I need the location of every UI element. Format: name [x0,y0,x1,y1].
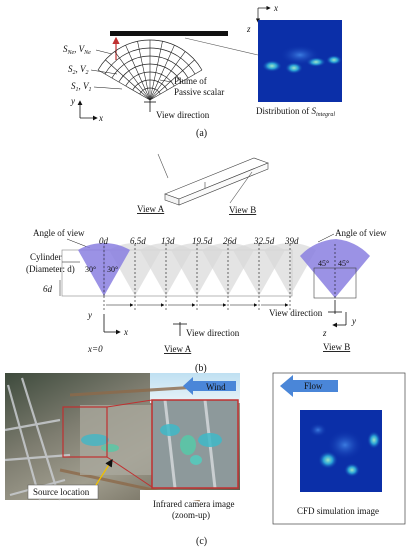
wind-arrow: Wind [183,377,236,395]
source-rod [110,31,228,36]
inset-distribution-image [258,20,342,102]
fan-ray [137,41,151,101]
cfd-panel: Flow CFD simulation image [272,372,406,525]
distance-label: 32.5d [253,236,275,246]
fan-label-mid: S2, V2 [68,64,89,76]
inset-axis-z-label: z [246,24,251,34]
source-location-label: Source location [33,487,90,497]
fan-ray [149,69,203,101]
box-diagram [157,153,269,206]
axis-y-b-label: y [87,310,92,320]
connector-line [184,37,259,56]
view-direction-label: View direction [156,110,210,120]
axis-z-b-label: z [322,328,327,338]
panel-b-view-a: Angle of view 30° 30° Cylinder (Diameter… [26,228,316,354]
cfd-label: CFD simulation image [297,506,379,516]
inset-axis-x-label: x [273,3,278,13]
distance-label: 6.5d [130,236,146,246]
view-a-label-b: View A [164,344,192,354]
cylinder-label-1: Cylinder [30,252,62,262]
fan-label-top: SNe, VNe [63,44,91,56]
distance-labels: 0d 6.5d 13d 19.5d 26d 32.5d 39d [99,236,299,246]
fan-ray [149,41,163,101]
plume-label-line2: Passive scalar [174,87,224,97]
view-fan-grid [97,39,203,101]
panel-a: SNe, VNe S2, V2 S1, V1 Plume of Passive … [63,3,342,139]
angle-b-left: 45° [318,259,329,268]
axis-y-label: y [70,96,75,106]
axis-x-label: x [98,113,103,123]
panel-a-label: (a) [196,128,207,139]
view-direction-b-label: View direction [269,308,323,318]
purple-view-fan [78,243,130,296]
angle-of-view-left-label: Angle of view [33,228,85,238]
panel-c-photo: Wind Source location [4,373,240,502]
source-pointer [95,458,113,486]
view-b-label-b: View B [323,342,350,352]
plume-label-line1: Plume of [174,76,207,86]
fan-arc [97,39,203,71]
distance-label: 13d [161,236,175,246]
box-view-b-label: View B [229,205,256,215]
angle-b-right: 45° [338,259,349,268]
panel-c-label: (c) [196,536,207,547]
fan-label-low: S1, V1 [71,81,92,93]
fan-ray [149,59,195,101]
cfd-image [300,410,382,492]
six-d-label: 6d [43,284,53,294]
distance-label: 26d [223,236,237,246]
infrared-label-2: (zoom-up) [172,510,210,520]
distance-label: 0d [99,236,109,246]
infrared-label-1: Infrared camera image [153,499,234,509]
fan-ray [149,45,175,101]
zoom-source-box [62,406,108,458]
panel-b-view-b: Angle of view 45° 45° View direction z y… [269,228,387,352]
view-direction-a-label: View direction [186,328,240,338]
axis-x-b-label: x [123,327,128,337]
fan-ray [105,59,151,101]
zoom-panel [151,399,239,489]
distance-label: 39d [284,236,299,246]
grey-view-fans [103,243,316,310]
box-view-a-label: View A [137,204,165,214]
flow-label: Flow [304,381,323,391]
fan-ray [97,69,151,101]
distribution-label: Distribution of Sintegral [256,106,335,118]
angle-left-value: 30° [85,265,96,274]
angle-of-view-right-label: Angle of view [335,228,387,238]
fan-ray [149,51,186,101]
cylinder-label-2: (Diameter: d) [26,264,75,274]
panel-b-label: (b) [195,363,207,374]
wind-label: Wind [206,382,226,392]
x-zero-label: x=0 [87,344,103,354]
flow-arrow: Flow [280,375,338,397]
axis-y-b2-label: y [351,316,356,326]
fan-ray [114,51,151,101]
fan-ray [125,45,151,101]
angle-right-value: 30° [107,265,118,274]
distance-label: 19.5d [192,236,213,246]
